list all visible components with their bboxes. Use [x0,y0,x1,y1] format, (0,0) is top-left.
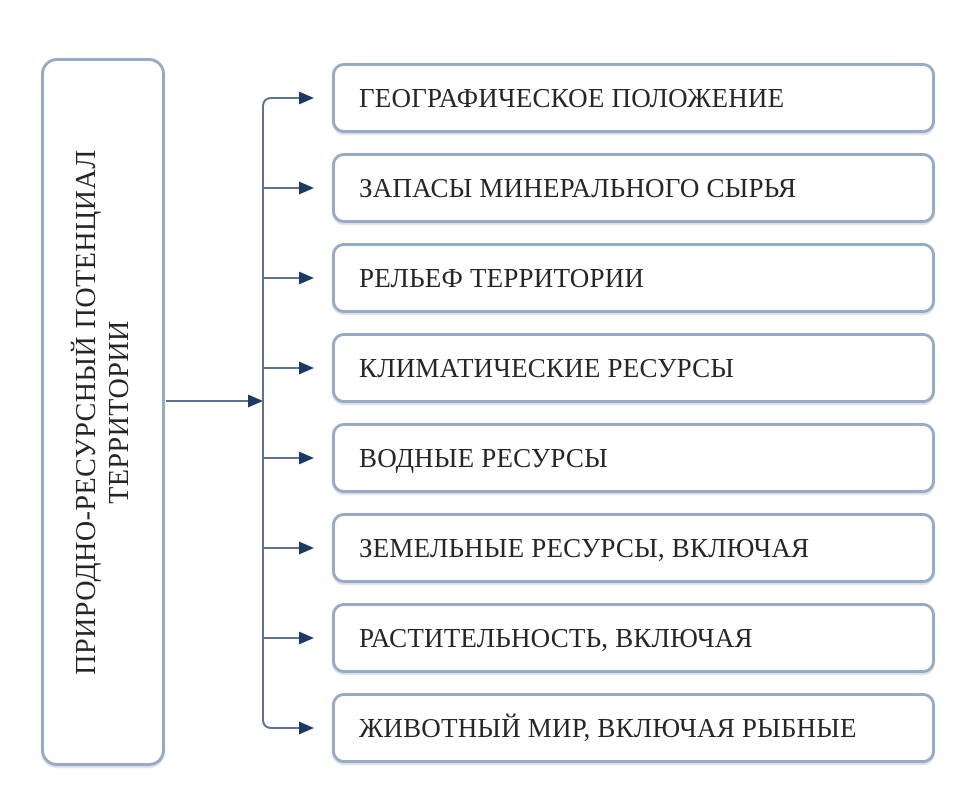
trunk-line [262,97,273,729]
branch-box-label: ГЕОГРАФИЧЕСКОЕ ПОЛОЖЕНИЕ [359,82,785,113]
branch-arrowhead-icon-5 [299,451,314,465]
branch-box-label: ЗЕМЕЛЬНЫЕ РЕСУРСЫ, ВКЛЮЧАЯ [359,532,810,563]
branch-box-label: РАСТИТЕЛЬНОСТЬ, ВКЛЮЧАЯ [359,622,753,653]
branch-box-territory-relief: РЕЛЬЕФ ТЕРРИТОРИИ [332,243,935,313]
branch-arrowhead-icon-3 [299,271,314,285]
branch-box-geographic-position: ГЕОГРАФИЧЕСКОЕ ПОЛОЖЕНИЕ [332,63,935,133]
root-box-label-line1: ПРИРОДНО-РЕСУРСНЫЙ ПОТЕНЦИАЛ [70,149,102,675]
branch-box-label: КЛИМАТИЧЕСКИЕ РЕСУРСЫ [359,352,735,383]
branch-arrowhead-icon-7 [299,631,314,645]
branch-arrowhead-icon-4 [299,361,314,375]
branch-box-water-resources: ВОДНЫЕ РЕСУРСЫ [332,423,935,493]
root-connector-arrowhead-icon [248,394,263,408]
branch-arrowhead-icon-1 [299,91,314,105]
branch-box-land-resources: ЗЕМЕЛЬНЫЕ РЕСУРСЫ, ВКЛЮЧАЯ [332,513,935,583]
root-box-label-line2: ТЕРРИТОРИИ [104,320,135,504]
branch-box-vegetation: РАСТИТЕЛЬНОСТЬ, ВКЛЮЧАЯ [332,603,935,673]
branch-arrowhead-icon-6 [299,541,314,555]
branch-box-label: ЖИВОТНЫЙ МИР, ВКЛЮЧАЯ РЫБНЫЕ [359,712,857,743]
branch-box-label: ВОДНЫЕ РЕСУРСЫ [359,442,608,473]
branch-arrowhead-icon-2 [299,181,314,195]
branch-box-label: РЕЛЬЕФ ТЕРРИТОРИИ [359,262,645,293]
branch-box-mineral-reserves: ЗАПАСЫ МИНЕРАЛЬНОГО СЫРЬЯ [332,153,935,223]
root-box: ПРИРОДНО-РЕСУРСНЫЙ ПОТЕНЦИАЛ ТЕРРИТОРИИ [41,58,165,766]
root-box-label: ПРИРОДНО-РЕСУРСНЫЙ ПОТЕНЦИАЛ ТЕРРИТОРИИ [70,58,136,766]
branch-box-animal-world: ЖИВОТНЫЙ МИР, ВКЛЮЧАЯ РЫБНЫЕ [332,693,935,763]
branch-box-label: ЗАПАСЫ МИНЕРАЛЬНОГО СЫРЬЯ [359,172,797,203]
branch-box-climatic-resources: КЛИМАТИЧЕСКИЕ РЕСУРСЫ [332,333,935,403]
branch-arrowhead-icon-8 [299,721,314,735]
